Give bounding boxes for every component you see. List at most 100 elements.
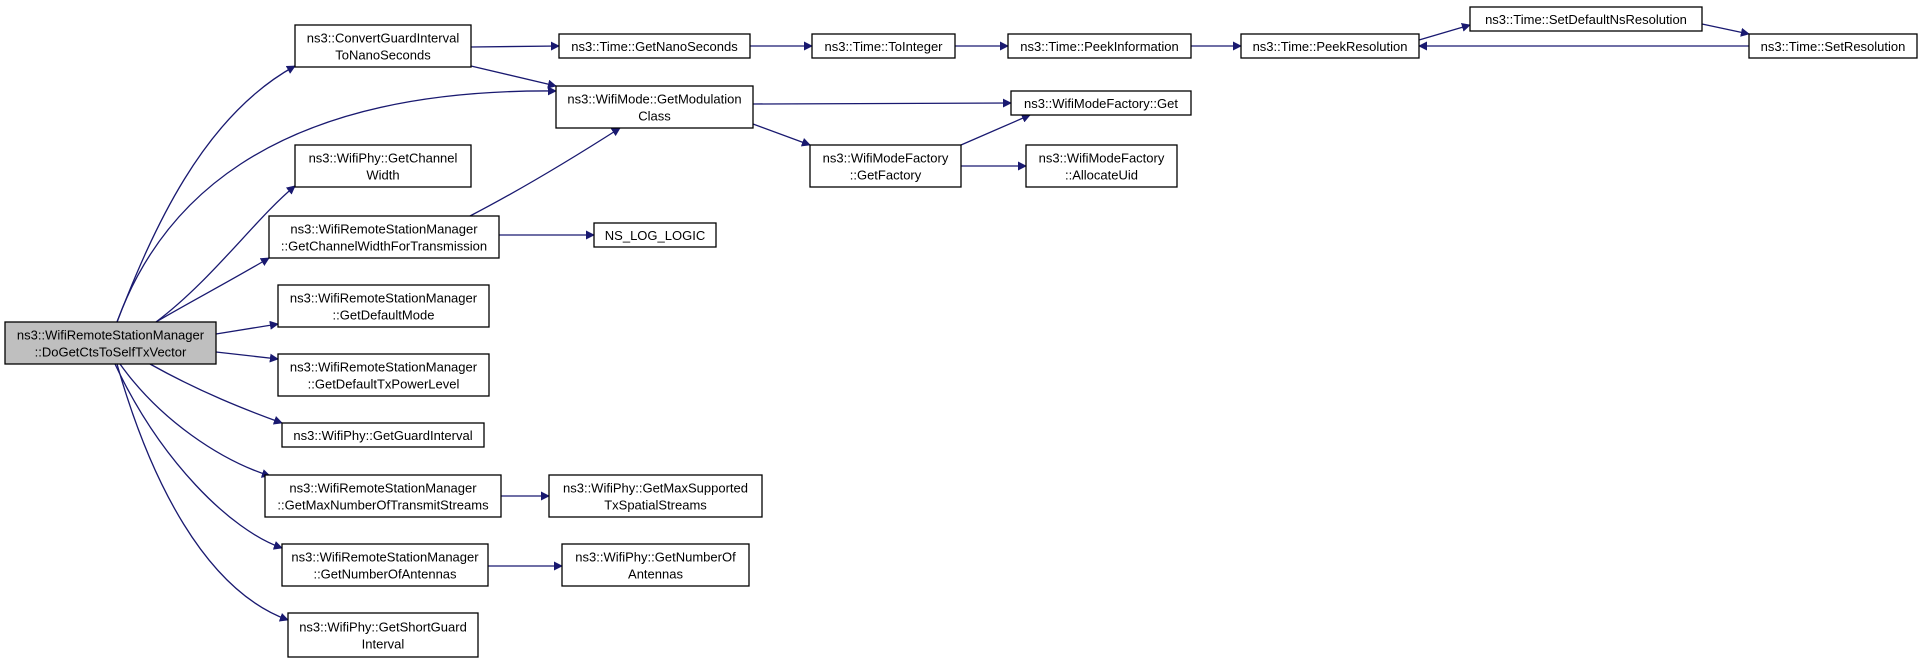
node-label: ns3::Time::PeekInformation (1020, 39, 1178, 54)
node-label: TxSpatialStreams (604, 498, 707, 513)
node-label: ::GetDefaultTxPowerLevel (308, 377, 460, 392)
node-getChanWidthTx[interactable]: ns3::WifiRemoteStationManager::GetChanne… (268, 215, 500, 259)
node-label: ::GetChannelWidthForTransmission (281, 239, 487, 254)
edge-root-to-getchanwidth (155, 185, 296, 323)
node-box (1240, 33, 1420, 59)
node-label: ::GetNumberOfAntennas (313, 567, 457, 582)
node-label: ns3::WifiMode::GetModulation (567, 92, 741, 107)
node-label: ns3::WifiPhy::GetNumberOf (575, 550, 736, 565)
node-label: ns3::WifiModeFactory (823, 151, 949, 166)
node-label: Width (366, 168, 399, 183)
edge-root-to-getchanwidthtx (155, 257, 270, 323)
node-box (294, 144, 472, 188)
node-box (811, 33, 956, 59)
node-getDefTxPow[interactable]: ns3::WifiRemoteStationManager::GetDefaul… (277, 353, 490, 397)
node-label: ::GetMaxNumberOfTransmitStreams (277, 498, 489, 513)
node-label: ns3::WifiRemoteStationManager (289, 481, 477, 496)
edge-root-to-getmaxstreams (119, 363, 271, 478)
node-label: ns3::WifiRemoteStationManager (291, 550, 479, 565)
node-phyNumAnt[interactable]: ns3::WifiPhy::GetNumberOfAntennas (561, 543, 750, 587)
edge-root-to-getmodclass (116, 86, 557, 323)
node-getNumAnt[interactable]: ns3::WifiRemoteStationManager::GetNumber… (281, 543, 489, 587)
edge-setdefaultns-to-setres (1701, 23, 1750, 37)
edge-getmodclass-to-getfactory (752, 123, 811, 147)
node-factoryGet[interactable]: ns3::WifiModeFactory::Get (1010, 90, 1192, 116)
node-box (281, 422, 485, 448)
node-box (277, 353, 490, 397)
node-label: ns3::WifiPhy::GetShortGuard (299, 620, 467, 635)
node-box (294, 24, 472, 68)
node-getMaxStreams[interactable]: ns3::WifiRemoteStationManager::GetMaxNum… (264, 474, 502, 518)
node-peekRes[interactable]: ns3::Time::PeekResolution (1240, 33, 1420, 59)
node-label: ns3::WifiPhy::GetChannel (309, 151, 458, 166)
node-box (264, 474, 502, 518)
node-label: ns3::WifiRemoteStationManager (17, 328, 205, 343)
node-box (561, 543, 750, 587)
edge-convertgi-to-getnano (470, 41, 560, 51)
edge-getmodclass-to-factoryget (752, 98, 1012, 108)
node-label: ns3::WifiPhy::GetGuardInterval (293, 428, 472, 443)
edge-root-to-convertgi (116, 65, 296, 323)
node-root[interactable]: ns3::WifiRemoteStationManager::DoGetCtsT… (4, 321, 217, 365)
node-box (277, 284, 490, 328)
node-label: Interval (362, 637, 405, 652)
node-nsLog[interactable]: NS_LOG_LOGIC (593, 222, 717, 248)
node-getChanWidth[interactable]: ns3::WifiPhy::GetChannelWidth (294, 144, 472, 188)
node-label: ::GetDefaultMode (333, 308, 435, 323)
node-label: ::DoGetCtsToSelfTxVector (35, 345, 187, 360)
node-box (1010, 90, 1192, 116)
node-label: NS_LOG_LOGIC (605, 228, 705, 243)
node-box (268, 215, 500, 259)
node-getDefMode[interactable]: ns3::WifiRemoteStationManager::GetDefaul… (277, 284, 490, 328)
node-allocUid[interactable]: ns3::WifiModeFactory::AllocateUid (1025, 144, 1178, 188)
node-label: Antennas (628, 567, 683, 582)
edge-root-to-getnumant (114, 363, 283, 550)
node-label: Class (638, 109, 671, 124)
edge-root-to-getdeftxpow (215, 351, 279, 363)
node-label: ns3::WifiModeFactory (1039, 151, 1165, 166)
nodes: ns3::WifiRemoteStationManager::DoGetCtsT… (4, 6, 1918, 658)
node-label: ns3::ConvertGuardInterval (307, 31, 460, 46)
node-box (593, 222, 717, 248)
node-label: ::GetFactory (850, 168, 922, 183)
node-getFactory[interactable]: ns3::WifiModeFactory::GetFactory (809, 144, 962, 188)
edge-peekres-to-setdefaultns (1418, 22, 1471, 41)
node-box (558, 33, 751, 59)
node-box (1748, 33, 1918, 59)
node-label: ns3::WifiModeFactory::Get (1024, 96, 1178, 111)
node-box (1025, 144, 1178, 188)
node-box (548, 474, 763, 518)
node-box (809, 144, 962, 188)
node-box (281, 543, 489, 587)
node-label: ::AllocateUid (1065, 168, 1138, 183)
edge-getfactory-to-factoryget (960, 114, 1031, 146)
edges (114, 22, 1750, 622)
node-label: ns3::Time::PeekResolution (1253, 39, 1408, 54)
edge-root-to-getgi (149, 363, 283, 425)
node-label: ns3::WifiRemoteStationManager (290, 360, 478, 375)
node-label: ns3::WifiRemoteStationManager (290, 222, 478, 237)
node-label: ns3::Time::SetResolution (1761, 39, 1906, 54)
node-box (555, 85, 754, 129)
node-setRes[interactable]: ns3::Time::SetResolution (1748, 33, 1918, 59)
edge-getchanwidthtx-to-getmodclass (469, 127, 621, 217)
node-box (1469, 6, 1703, 32)
node-box (4, 321, 217, 365)
node-label: ns3::Time::GetNanoSeconds (571, 39, 738, 54)
node-peekInfo[interactable]: ns3::Time::PeekInformation (1007, 33, 1192, 59)
node-getNano[interactable]: ns3::Time::GetNanoSeconds (558, 33, 751, 59)
node-label: ns3::Time::ToInteger (824, 39, 943, 54)
node-toInteger[interactable]: ns3::Time::ToInteger (811, 33, 956, 59)
node-getGI[interactable]: ns3::WifiPhy::GetGuardInterval (281, 422, 485, 448)
node-getMaxSupp[interactable]: ns3::WifiPhy::GetMaxSupportedTxSpatialSt… (548, 474, 763, 518)
edge-convertgi-to-getmodclass (470, 65, 557, 89)
node-setDefaultNs[interactable]: ns3::Time::SetDefaultNsResolution (1469, 6, 1703, 32)
node-box (1007, 33, 1192, 59)
edge-root-to-getshortgi (116, 363, 289, 622)
node-label: ns3::WifiPhy::GetMaxSupported (563, 481, 748, 496)
node-label: ns3::WifiRemoteStationManager (290, 291, 478, 306)
